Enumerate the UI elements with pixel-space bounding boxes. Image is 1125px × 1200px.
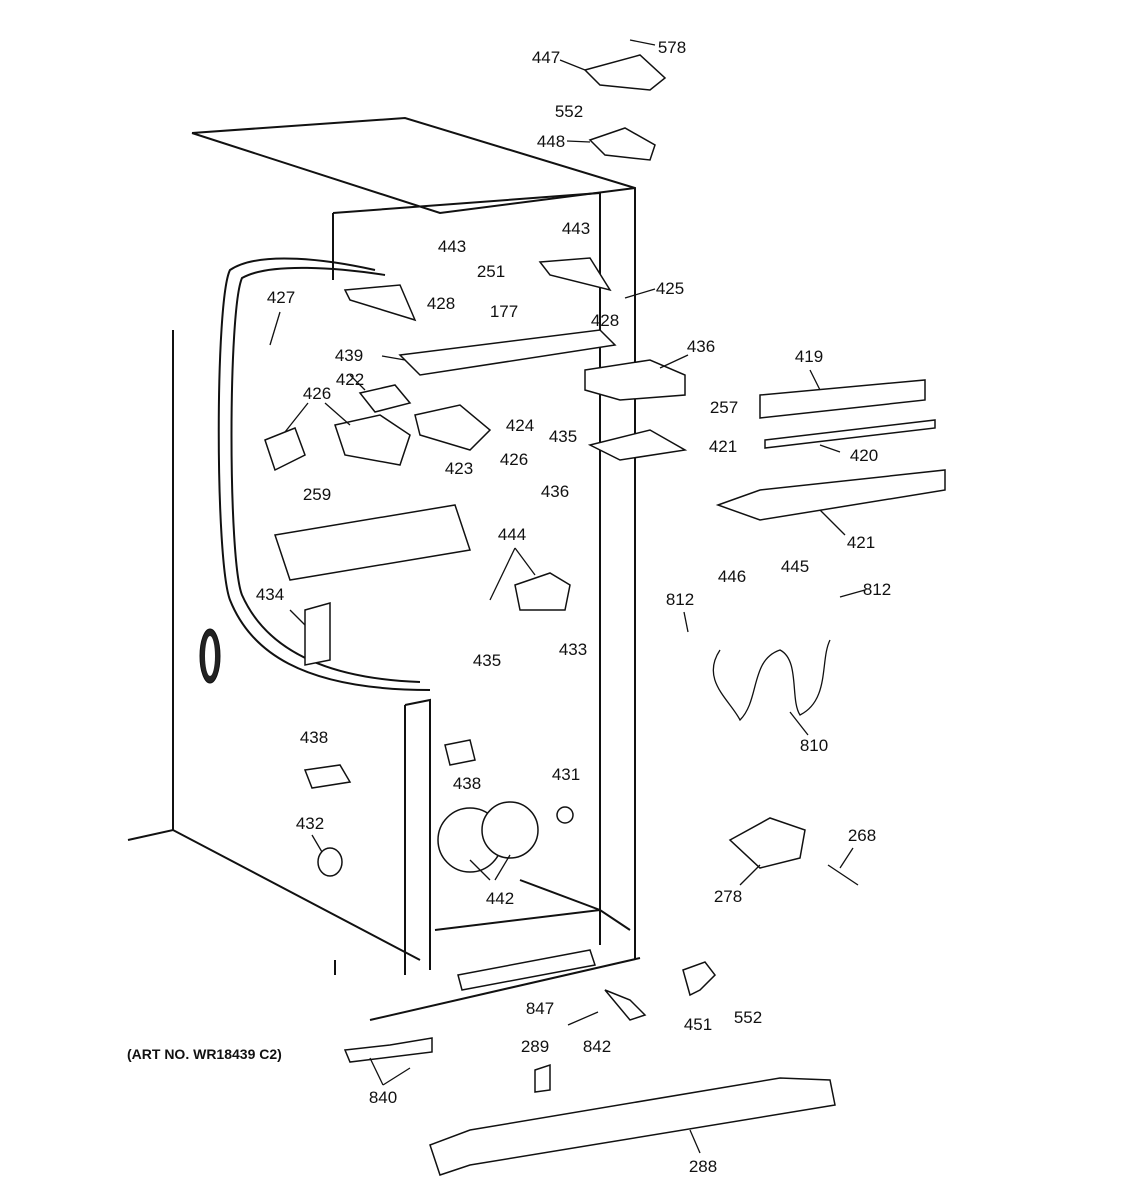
label-812: 812 — [666, 590, 694, 609]
label-578: 578 — [658, 38, 686, 57]
label-436: 436 — [687, 337, 715, 356]
part-438b — [444, 739, 476, 766]
part-420 — [764, 419, 936, 449]
label-427: 427 — [267, 288, 295, 307]
part-289 — [534, 1063, 551, 1093]
part-438a — [303, 764, 352, 789]
part-labels: 578 447 552 448 443 251 443 425 427 428 … — [127, 38, 891, 1176]
label-424: 424 — [506, 416, 534, 435]
part-439 — [398, 329, 617, 376]
label-847: 847 — [526, 999, 554, 1018]
label-443: 443 — [562, 219, 590, 238]
label-426: 426 — [303, 384, 331, 403]
part-840 — [343, 1037, 433, 1063]
label-448: 448 — [537, 132, 565, 151]
label-433: 433 — [559, 640, 587, 659]
leader-lines — [269, 39, 866, 1154]
label-425: 425 — [656, 279, 684, 298]
label-421: 421 — [709, 437, 737, 456]
parts — [264, 54, 946, 1176]
label-552: 552 — [734, 1008, 762, 1027]
label-812: 812 — [863, 580, 891, 599]
label-438: 438 — [300, 728, 328, 747]
label-445: 445 — [781, 557, 809, 576]
label-426: 426 — [500, 450, 528, 469]
part-433 — [514, 572, 571, 611]
part-419 — [759, 379, 926, 419]
label-447: 447 — [532, 48, 560, 67]
part-842 — [604, 989, 647, 1021]
part-447 — [583, 54, 667, 91]
label-443: 443 — [438, 237, 466, 256]
part-268 — [827, 864, 859, 886]
part-426b — [334, 414, 411, 466]
label-431: 431 — [552, 765, 580, 784]
label-435: 435 — [473, 651, 501, 670]
part-426a — [264, 427, 306, 472]
label-439: 439 — [335, 346, 363, 365]
label-432: 432 — [296, 814, 324, 833]
label-438: 438 — [453, 774, 481, 793]
label-421: 421 — [847, 533, 875, 552]
part-451 — [682, 961, 716, 997]
part-432 — [317, 847, 343, 877]
part-443-right — [538, 257, 612, 292]
part-436b — [587, 429, 688, 461]
label-451: 451 — [684, 1015, 712, 1034]
part-434 — [304, 602, 331, 666]
label-419: 419 — [795, 347, 823, 366]
part-421 — [715, 469, 946, 521]
label-552: 552 — [555, 102, 583, 121]
part-278 — [728, 817, 806, 869]
cabinet-outline — [127, 116, 641, 1021]
label-288: 288 — [689, 1157, 717, 1176]
part-259 — [274, 504, 471, 581]
label-428: 428 — [427, 294, 455, 313]
part-443-left — [343, 284, 417, 322]
label-177: 177 — [490, 302, 518, 321]
art-number: (ART NO. WR18439 C2) — [127, 1046, 282, 1062]
label-251: 251 — [477, 262, 505, 281]
part-426c — [414, 404, 492, 451]
label-268: 268 — [848, 826, 876, 845]
label-259: 259 — [303, 485, 331, 504]
label-422: 422 — [336, 370, 364, 389]
label-446: 446 — [718, 567, 746, 586]
part-847 — [567, 1011, 599, 1026]
label-257: 257 — [710, 398, 738, 417]
label-842: 842 — [583, 1037, 611, 1056]
label-444: 444 — [498, 525, 526, 544]
label-420: 420 — [850, 446, 878, 465]
label-840: 840 — [369, 1088, 397, 1107]
part-288 — [429, 1077, 836, 1176]
label-423: 423 — [445, 459, 473, 478]
part-431 — [556, 806, 574, 824]
label-289: 289 — [521, 1037, 549, 1056]
part-810 — [712, 639, 831, 722]
label-434: 434 — [256, 585, 284, 604]
label-428: 428 — [591, 311, 619, 330]
label-442: 442 — [486, 889, 514, 908]
label-436: 436 — [541, 482, 569, 501]
label-810: 810 — [800, 736, 828, 755]
part-436 — [584, 359, 686, 401]
part-422 — [358, 384, 412, 413]
part-448 — [588, 127, 656, 161]
label-278: 278 — [714, 887, 742, 906]
label-435: 435 — [549, 427, 577, 446]
